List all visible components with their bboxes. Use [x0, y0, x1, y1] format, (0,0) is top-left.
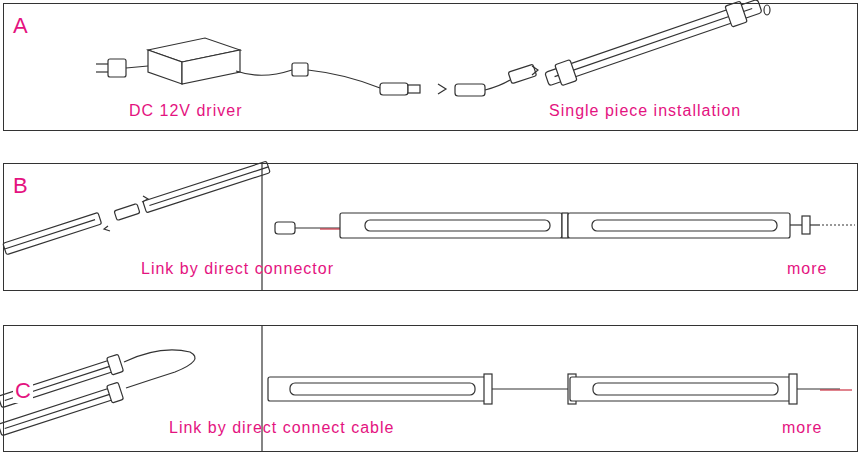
panel-box: B Link by direct connector more	[3, 163, 858, 291]
caption-text: Link by direct connector	[141, 260, 334, 278]
caption-text: DC 12V driver	[129, 102, 242, 120]
panel-box: C Link by direct connect cable more	[3, 325, 858, 452]
panel-box: A DC 12V driver Single piece installation	[3, 3, 858, 131]
caption-text: more	[780, 419, 824, 437]
panel-letter: C	[13, 378, 33, 403]
panel-letter: B	[13, 173, 28, 198]
caption-text: more	[787, 260, 827, 278]
caption-text: Single piece installation	[549, 102, 741, 120]
panel-letter: A	[13, 13, 28, 38]
caption-text: Link by direct connect cable	[169, 419, 394, 437]
